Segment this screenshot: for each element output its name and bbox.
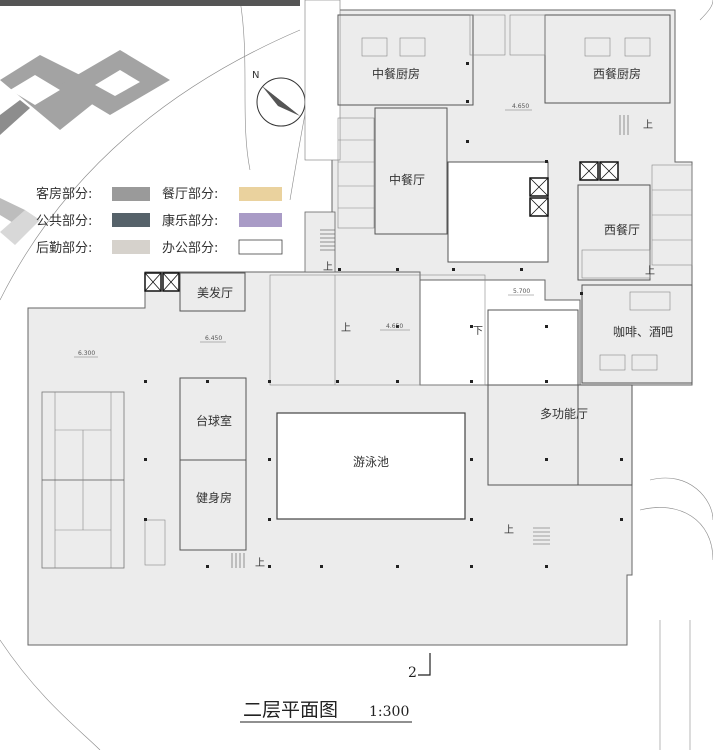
level-court: 6.300 xyxy=(78,350,95,357)
drawing-title-block: 二层平面图 1:300 xyxy=(240,699,412,723)
section-mark-number: 2 xyxy=(408,665,417,681)
north-arrow-icon: N xyxy=(252,70,306,127)
north-label: N xyxy=(252,70,259,81)
legend: 客房部分: 餐厅部分: 公共部分: 康乐部分: 后勤部分: 办公部分: xyxy=(36,186,283,256)
drawing-scale: 1:300 xyxy=(369,704,409,720)
room-label-gym: 健身房 xyxy=(196,490,232,505)
building-plan xyxy=(27,0,693,646)
stair-up-mark: 上 xyxy=(504,524,514,536)
stair-up-mark: 上 xyxy=(341,322,351,334)
legend-label-logistics: 后勤部分: xyxy=(36,241,92,256)
massing-figure xyxy=(0,50,170,245)
legend-label-public: 公共部分: xyxy=(36,214,92,229)
room-label-pool: 游泳池 xyxy=(353,455,389,469)
stair-marks: 上 上 上 上 上 上 下 xyxy=(255,119,655,569)
level-kitchen: 4.650 xyxy=(512,103,529,110)
legend-label-office: 办公部分: xyxy=(162,241,218,256)
room-label-multifunction-hall: 多功能厅 xyxy=(540,407,588,421)
legend-swatch-logistics xyxy=(112,240,150,254)
legend-label-dining: 餐厅部分: xyxy=(162,186,218,202)
stair-down-mark: 下 xyxy=(473,326,483,337)
room-label-western-kitchen: 西餐厨房 xyxy=(593,66,641,81)
room-labels: 中餐厨房 西餐厨房 中餐厅 西餐厅 美发厅 咖啡、酒吧 台球室 多功能厅 游泳池… xyxy=(196,66,673,505)
legend-swatch-recreation xyxy=(239,213,282,227)
legend-label-recreation: 康乐部分: xyxy=(162,213,218,229)
room-label-chinese-restaurant: 中餐厅 xyxy=(389,172,425,187)
stair-up-mark: 上 xyxy=(645,265,655,277)
legend-swatch-dining xyxy=(239,187,282,201)
room-label-cafe-bar: 咖啡、酒吧 xyxy=(613,324,673,339)
level-lobby: 4.650 xyxy=(386,323,403,330)
level-corridor: 5.700 xyxy=(513,288,530,295)
level-markers: 4.650 4.650 6.450 6.300 5.700 xyxy=(74,103,534,358)
room-label-salon: 美发厅 xyxy=(197,285,233,300)
room-label-chinese-kitchen: 中餐厨房 xyxy=(372,66,420,81)
legend-swatch-public xyxy=(112,213,150,227)
legend-swatch-guestrooms xyxy=(112,187,150,201)
site-boundary-band xyxy=(0,0,300,6)
section-mark: 2 xyxy=(408,653,431,681)
drawing-title: 二层平面图 xyxy=(243,699,338,721)
level-west-wing: 6.450 xyxy=(205,335,222,342)
stair-up-mark: 上 xyxy=(643,119,653,131)
tennis-court xyxy=(41,391,125,569)
room-label-billiards: 台球室 xyxy=(196,413,232,428)
legend-swatch-office xyxy=(238,239,283,255)
stair-up-mark: 上 xyxy=(255,557,265,569)
legend-label-guestrooms: 客房部分: xyxy=(36,186,92,202)
room-label-western-restaurant: 西餐厅 xyxy=(604,222,640,237)
stair-up-mark: 上 xyxy=(323,261,333,273)
